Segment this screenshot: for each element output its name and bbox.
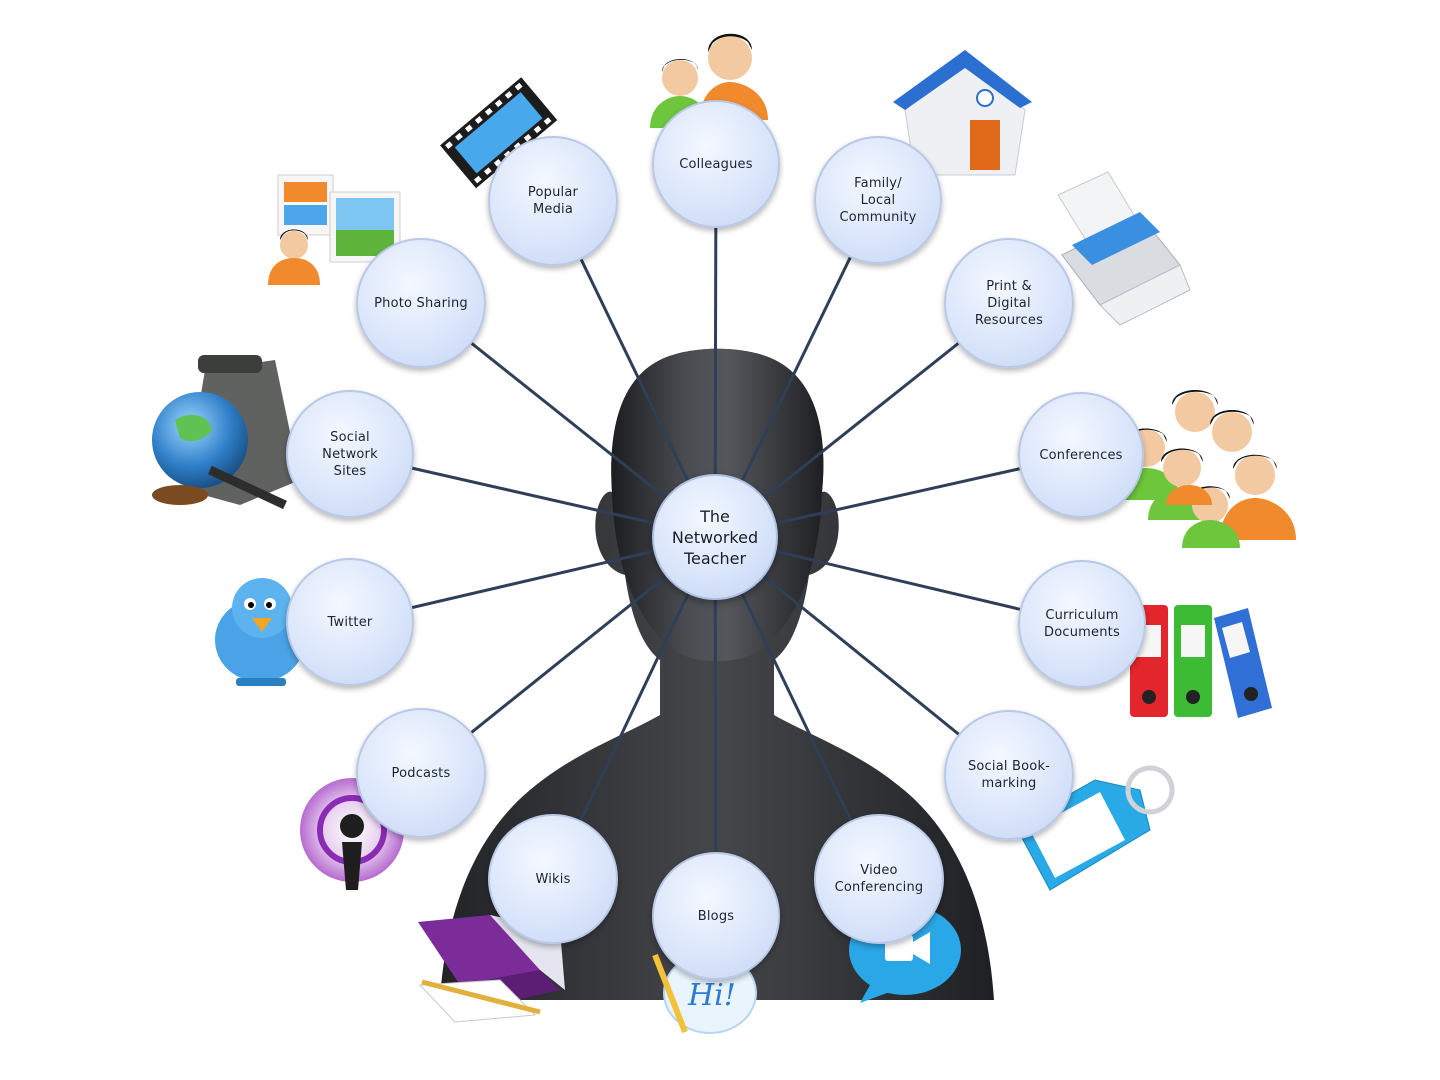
center-node-networked-teacher: The Networked Teacher bbox=[652, 474, 778, 600]
node-label: Curriculum Documents bbox=[1036, 607, 1128, 641]
node-family-local-community: Family/ Local Community bbox=[814, 136, 942, 264]
node-podcasts: Podcasts bbox=[356, 708, 486, 838]
node-social-network-sites: Social Network Sites bbox=[286, 390, 414, 518]
node-label: Video Conferencing bbox=[827, 862, 932, 896]
node-conferences: Conferences bbox=[1018, 392, 1144, 518]
node-popular-media: Popular Media bbox=[488, 136, 618, 266]
node-label: Social Network Sites bbox=[314, 429, 386, 480]
node-label: Twitter bbox=[320, 614, 381, 631]
center-label: The Networked Teacher bbox=[672, 506, 758, 569]
node-label: Popular Media bbox=[520, 184, 586, 218]
node-wikis: Wikis bbox=[488, 814, 618, 944]
node-label: Print & Digital Resources bbox=[967, 278, 1051, 329]
node-social-bookmarking: Social Book- marking bbox=[944, 710, 1074, 840]
node-print-digital-resources: Print & Digital Resources bbox=[944, 238, 1074, 368]
node-curriculum-documents: Curriculum Documents bbox=[1018, 560, 1146, 688]
node-label: Wikis bbox=[527, 871, 578, 888]
node-video-conferencing: Video Conferencing bbox=[814, 814, 944, 944]
node-label: Colleagues bbox=[671, 156, 760, 173]
node-label: Social Book- marking bbox=[960, 758, 1058, 792]
node-label: Podcasts bbox=[384, 765, 459, 782]
globe-backpack-icon bbox=[152, 355, 300, 505]
svg-text:Hi!: Hi! bbox=[687, 978, 736, 1013]
node-photo-sharing: Photo Sharing bbox=[356, 238, 486, 368]
node-label: Photo Sharing bbox=[366, 295, 476, 312]
printer-icon bbox=[1058, 172, 1190, 325]
binders-icon bbox=[1130, 605, 1272, 718]
node-twitter: Twitter bbox=[286, 558, 414, 686]
node-label: Conferences bbox=[1031, 447, 1130, 464]
node-label: Blogs bbox=[690, 908, 743, 925]
node-blogs: Blogs bbox=[652, 852, 780, 980]
node-colleagues: Colleagues bbox=[652, 100, 780, 228]
node-label: Family/ Local Community bbox=[831, 175, 924, 226]
